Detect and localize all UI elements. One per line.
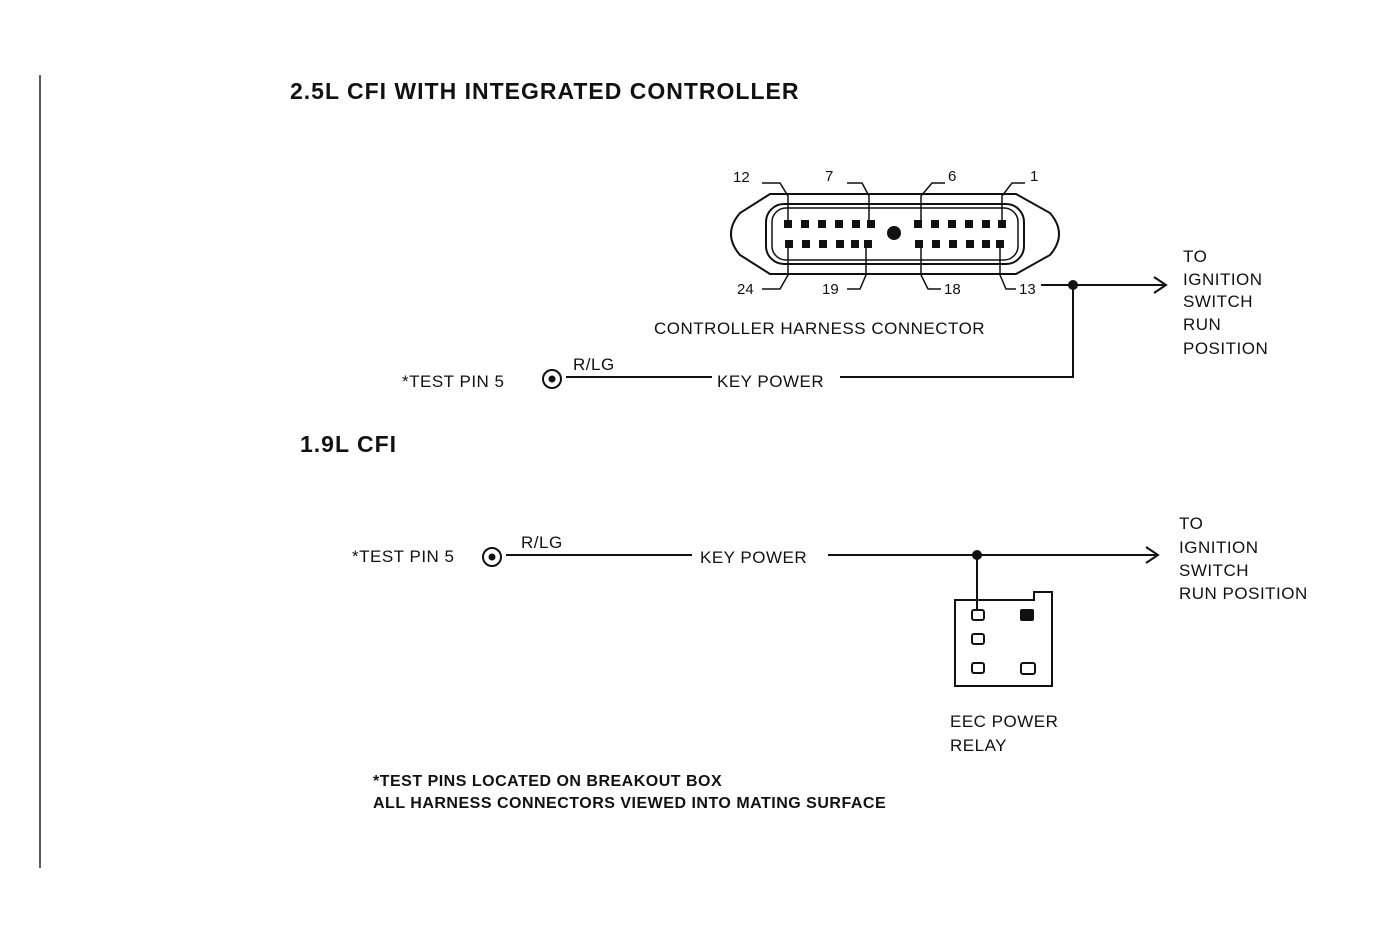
connector-pin xyxy=(819,240,827,248)
pin-label-1: 1 xyxy=(1030,168,1038,185)
connector-pin xyxy=(801,220,809,228)
connector-pin xyxy=(915,240,923,248)
section-title-19l: 1.9L CFI xyxy=(300,431,397,457)
pin-label-7: 7 xyxy=(825,168,833,185)
section-title-25l: 2.5L CFI WITH INTEGRATED CONTROLLER xyxy=(290,78,799,104)
relay-label: EEC POWER RELAY xyxy=(950,712,1064,755)
key-power-wire-25l xyxy=(840,285,1074,378)
footnote-test-pins: *TEST PINS LOCATED ON BREAKOUT BOX xyxy=(373,773,722,790)
relay-terminal xyxy=(1020,662,1036,675)
connector-pin xyxy=(931,220,939,228)
pin-label-13: 13 xyxy=(1019,281,1036,298)
connector-pin xyxy=(835,220,843,228)
destination-19l: TO IGNITION SWITCH RUN POSITION xyxy=(1179,514,1308,603)
connector-pin xyxy=(818,220,826,228)
pin-leader-7 xyxy=(847,182,870,222)
pin-label-24: 24 xyxy=(737,281,754,298)
connector-pin xyxy=(998,220,1006,228)
wire-color-19l: R/LG xyxy=(521,533,563,552)
connector-pin xyxy=(852,220,860,228)
test-pin-5-25l xyxy=(542,369,562,389)
test-pin-5-19l xyxy=(482,547,502,567)
circuit-label-25l: KEY POWER xyxy=(717,372,824,391)
connector-pin xyxy=(864,240,872,248)
connector-pin xyxy=(802,240,810,248)
connector-pin xyxy=(932,240,940,248)
connector-pin xyxy=(948,220,956,228)
pin-leader-19 xyxy=(847,244,867,290)
destination-25l: TO IGNITION SWITCH RUN POSITION xyxy=(1183,247,1268,358)
pin-label-6: 6 xyxy=(948,168,956,185)
relay-terminal xyxy=(971,609,985,621)
connector-pin xyxy=(785,240,793,248)
footnote-connectors: ALL HARNESS CONNECTORS VIEWED INTO MATIN… xyxy=(373,795,886,812)
ignition-arrow-25l xyxy=(1153,276,1168,294)
connector-pin xyxy=(867,220,875,228)
pin-leader-12 xyxy=(762,182,789,222)
connector-pin xyxy=(966,240,974,248)
connector-pin xyxy=(784,220,792,228)
test-pin-label-25l: *TEST PIN 5 xyxy=(402,372,505,391)
eec-power-relay xyxy=(954,591,1053,687)
wire-color-25l: R/LG xyxy=(573,355,615,374)
pin-label-19: 19 xyxy=(822,281,839,298)
circuit-label-19l: KEY POWER xyxy=(700,548,807,567)
connector-pin-rows xyxy=(784,220,1006,248)
relay-terminal xyxy=(971,633,985,645)
connector-pin xyxy=(914,220,922,228)
connector-pin xyxy=(982,220,990,228)
pin-label-18: 18 xyxy=(944,281,961,298)
pin-leader-13 xyxy=(999,244,1016,290)
relay-terminal xyxy=(971,662,985,674)
pin-leader-6 xyxy=(920,182,945,222)
connector-pin xyxy=(851,240,859,248)
test-pin-label-19l: *TEST PIN 5 xyxy=(352,547,455,566)
pin-leader-24 xyxy=(762,244,789,290)
connector-pin xyxy=(949,240,957,248)
pin-leader-18 xyxy=(920,244,941,290)
connector-label: CONTROLLER HARNESS CONNECTOR xyxy=(654,319,985,338)
connector-pin xyxy=(965,220,973,228)
connector-pin xyxy=(982,240,990,248)
connector-key-dot xyxy=(887,226,901,240)
ignition-arrow-19l xyxy=(1145,546,1160,564)
pin-leader-1 xyxy=(1001,182,1025,222)
relay-terminal xyxy=(1020,609,1034,621)
connector-pin xyxy=(836,240,844,248)
controller-harness-connector: 12 7 6 1 24 19 18 13 xyxy=(730,168,1060,298)
pin-label-12: 12 xyxy=(733,169,750,186)
